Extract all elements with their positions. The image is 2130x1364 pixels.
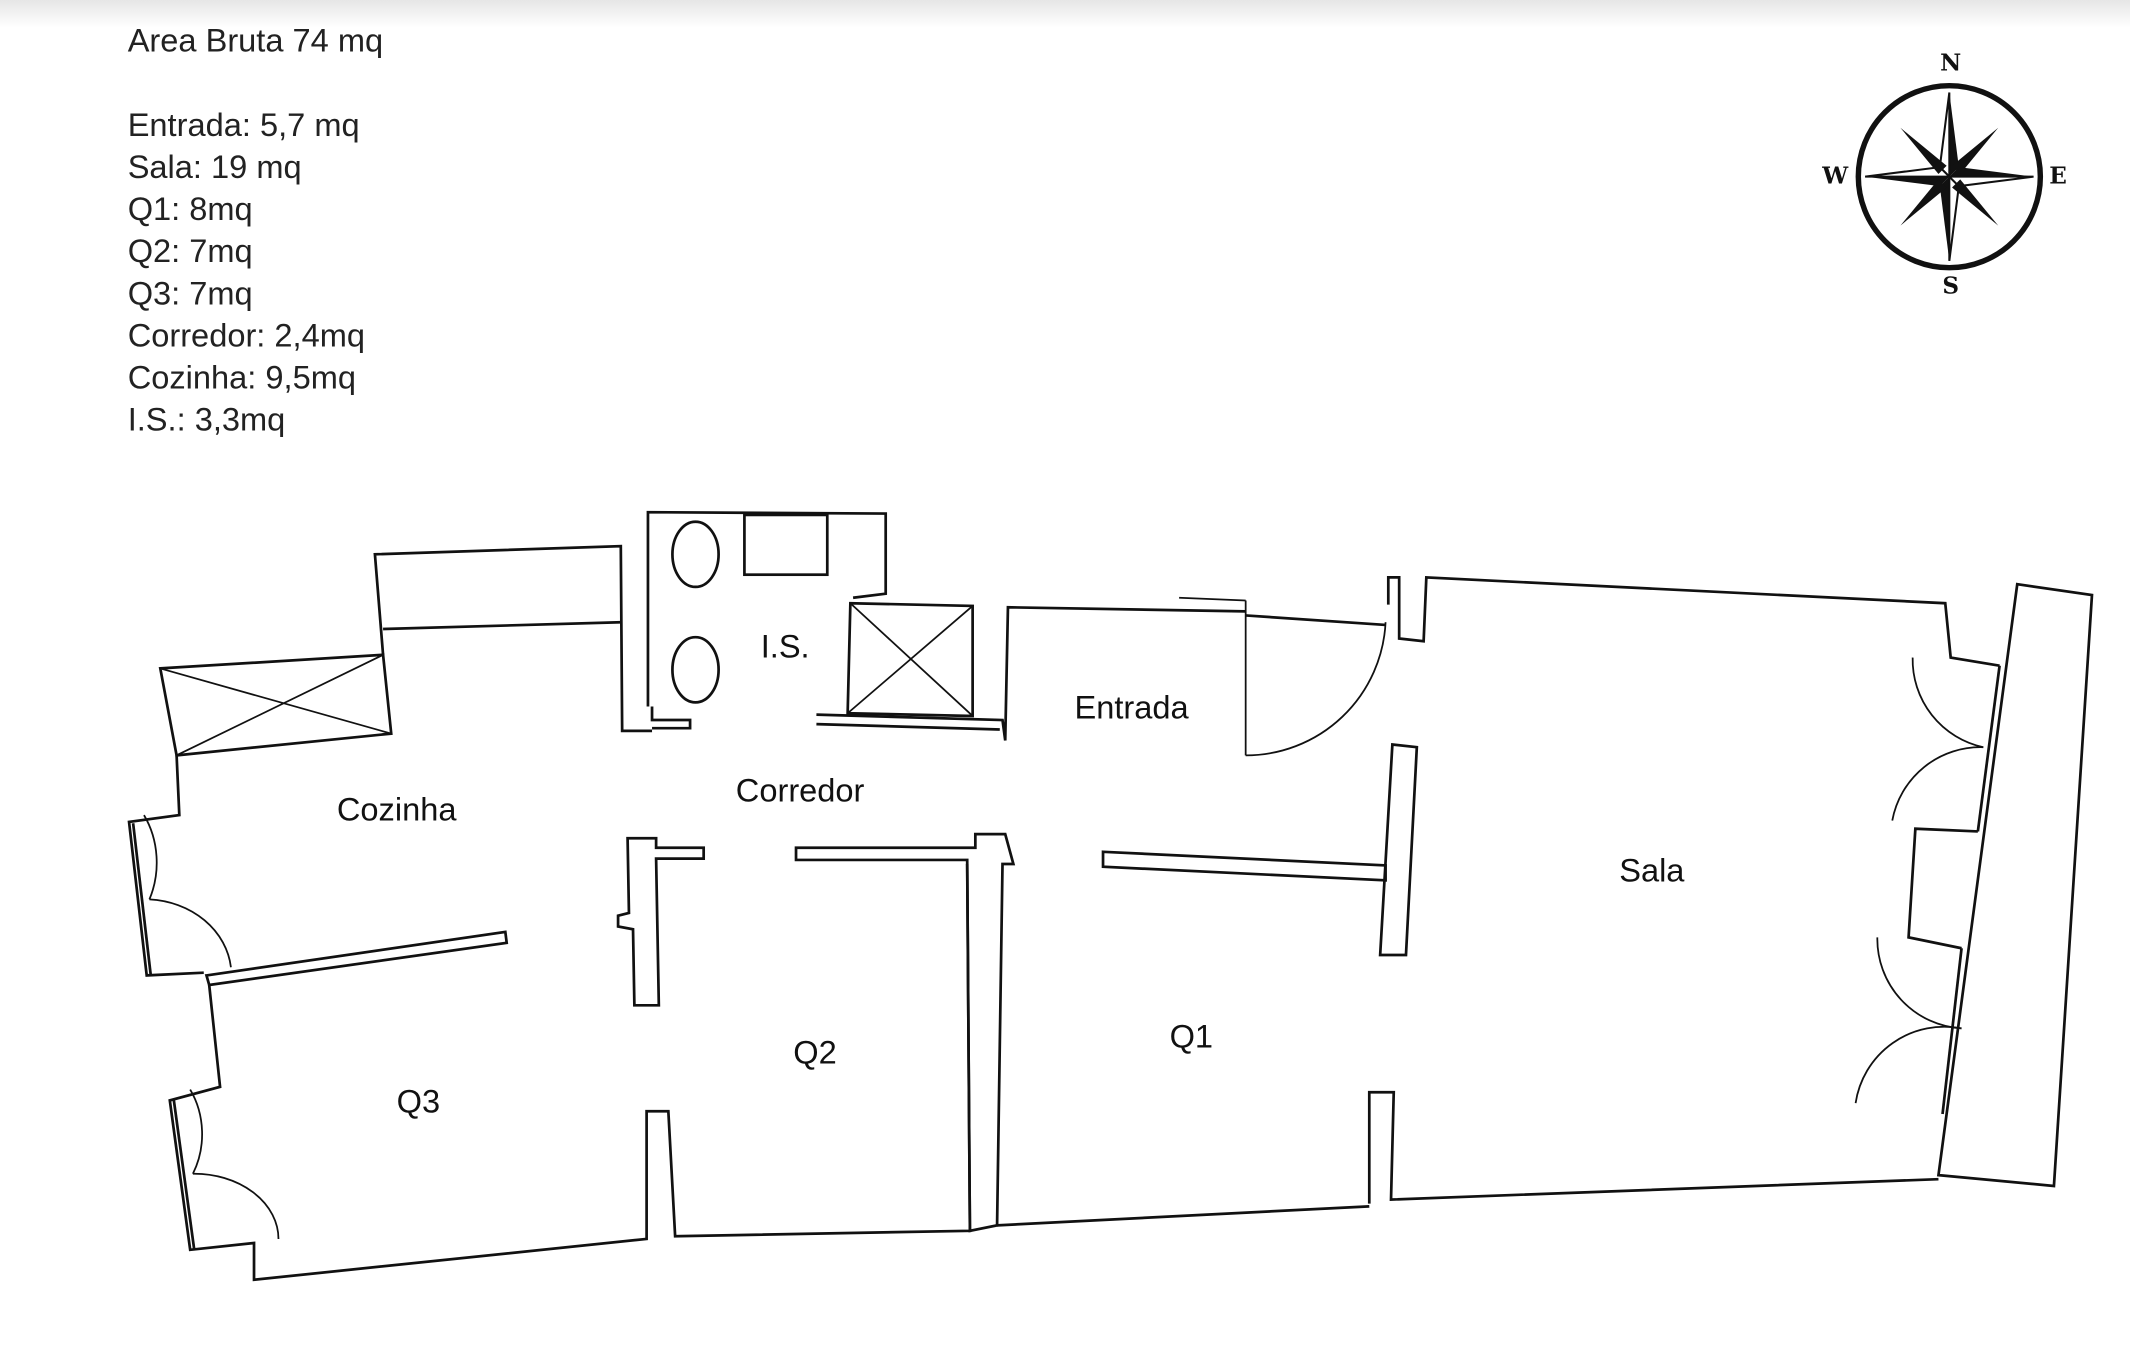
area-q3: Q3: 7mq: [128, 274, 253, 311]
kitchen-shaft: [158, 653, 393, 757]
room-label-q2: Q2: [793, 1034, 836, 1071]
room-label-corredor: Corredor: [736, 772, 865, 809]
room-label-sala: Sala: [1619, 852, 1685, 889]
area-entrada: Entrada: 5,7 mq: [128, 106, 360, 143]
compass-north: N: [1940, 50, 1961, 77]
gross-area-title: Area Bruta 74 mq: [128, 22, 383, 59]
sala-window-wall: [1936, 582, 2094, 1188]
room-label-entrada: Entrada: [1074, 689, 1189, 726]
area-q1: Q1: 8mq: [128, 190, 253, 227]
area-legend: Area Bruta 74 mq Entrada: 5,7 mq Sala: 1…: [128, 22, 383, 438]
compass-south: S: [1942, 272, 1959, 299]
compass-east: E: [2049, 162, 2067, 189]
compass-rose-icon: N S E W: [1821, 50, 2067, 300]
walls: [127, 510, 2094, 1282]
area-cozinha: Cozinha: 9,5mq: [128, 359, 356, 396]
room-label-is: I.S.: [761, 628, 810, 665]
area-corredor: Corredor: 2,4mq: [128, 316, 365, 353]
room-label-cozinha: Cozinha: [337, 791, 457, 828]
compass-west: W: [1821, 162, 1849, 189]
area-q2: Q2: 7mq: [128, 232, 253, 269]
room-labels: I.S. Entrada Corredor Cozinha Sala Q2 Q1…: [337, 628, 1685, 1120]
top-shadow: [0, 0, 2130, 28]
room-label-q1: Q1: [1170, 1017, 1213, 1054]
room-label-q3: Q3: [397, 1083, 440, 1120]
area-sala: Sala: 19 mq: [128, 148, 302, 185]
area-is: I.S.: 3,3mq: [128, 401, 286, 438]
